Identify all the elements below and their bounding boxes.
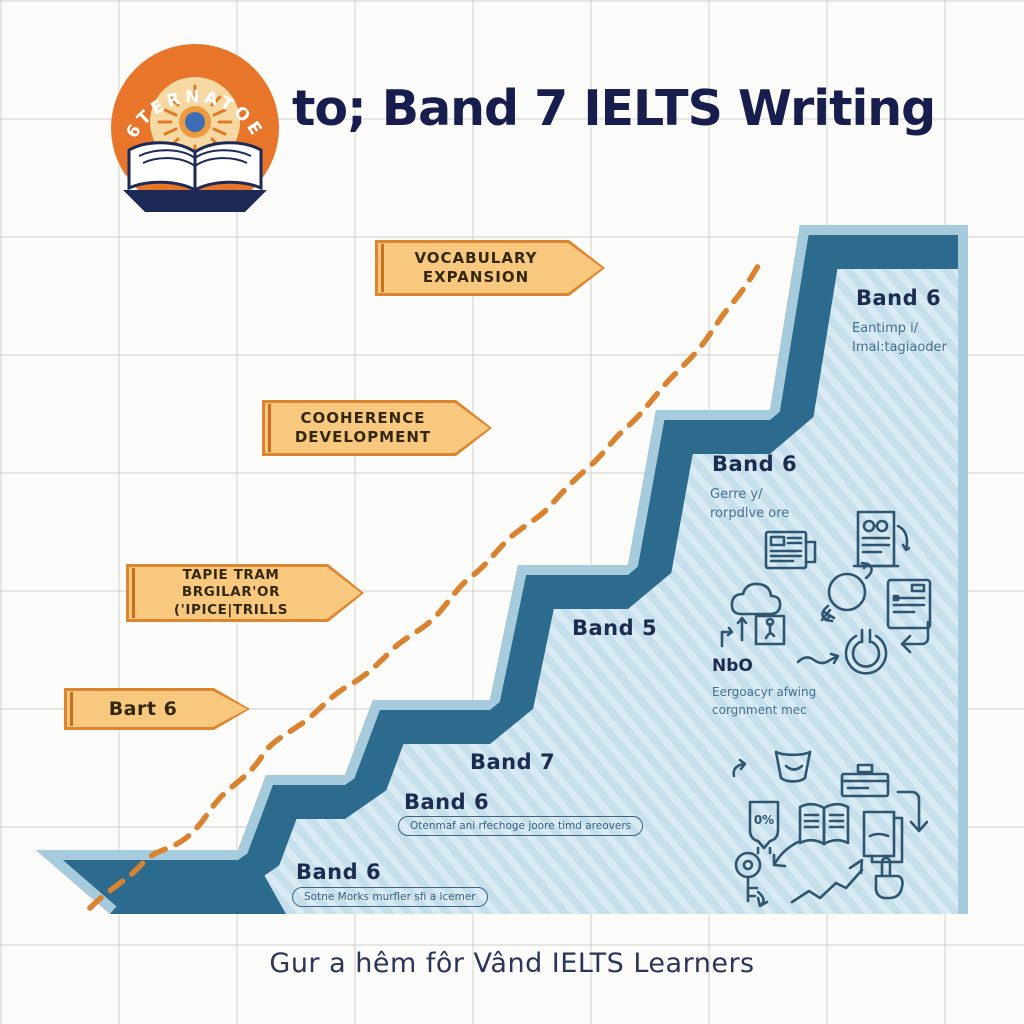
growth-arrow-icon (786, 856, 872, 910)
open-book-logo-icon (123, 141, 267, 212)
banner-accent-line (381, 244, 384, 292)
banner-topic-skills: TAPIE TRAM BRGILAR'OR('IPICE|TRILLS (126, 564, 364, 622)
banner-line: ('IPICE|TRILLS (173, 601, 289, 618)
footer-caption: Gur a hêm fôr Vând IELTS Learners (269, 948, 755, 979)
banner-accent-line (70, 692, 73, 726)
power-icon (838, 626, 894, 680)
badge-icon: 0% (740, 796, 790, 856)
step-label-band6-top: Band 6 (856, 286, 942, 310)
cloud-icon (726, 576, 792, 624)
step-note-pill: Sotne Morks murfler sfi a lcemer (292, 887, 488, 907)
banner-accent-line (132, 568, 135, 618)
banner-line: DEVELOPMENT (294, 428, 432, 446)
hand-cursor-icon (866, 852, 908, 904)
banner-line: Bart 6 (108, 697, 178, 720)
down-left-arrow-icon (766, 838, 802, 870)
banner-accent-line (268, 404, 271, 452)
hook-down-arrow-icon (896, 786, 928, 844)
sun-core-inner (185, 112, 205, 132)
banner-fill (265, 403, 489, 453)
card-stack-icon (836, 760, 898, 802)
document-list-icon (882, 576, 936, 634)
step-label-band6-mid: Band 6 (404, 790, 490, 814)
wavy-arrow-icon (794, 648, 842, 672)
step-sub-line: rorpdlve ore (710, 505, 790, 521)
step-label-band7: Band 7 (470, 750, 556, 774)
curve-arrow-icon (730, 756, 758, 780)
open-book-icon (792, 798, 856, 856)
step-sub: Eantimp i/ Imal:tagiaoder (852, 320, 947, 358)
banner-line: TAPIE TRAM BRGILAR'OR (181, 566, 281, 601)
page-title: to; Band 7 IELTS Writing (292, 80, 936, 137)
step-sub-line: Eantimp i/ (852, 321, 919, 336)
return-arrow-icon (890, 616, 938, 662)
banner-fill (129, 567, 361, 619)
progress-dashed-line (87, 263, 761, 911)
cup-icon (766, 744, 824, 792)
step-label-band6-upper: Band 6 (712, 452, 798, 476)
stair-light-edge (36, 225, 968, 914)
banner-line: VOCABULARY (414, 248, 538, 267)
badge-label: 0% (754, 813, 774, 827)
banner-line: COOHERENCE (300, 408, 426, 427)
magnifier-orbit-icon (810, 562, 884, 632)
newspaper-icon (760, 526, 824, 578)
step-label-band5: Band 5 (572, 616, 658, 640)
booklet-icon (856, 806, 908, 864)
step-sub: Gerre y/ rorpdlve ore (710, 486, 789, 524)
nlo-sub: Eergoacyr afwing corgnment mec (712, 683, 816, 719)
nlo-sub-line: Eergoacyr afwing (712, 685, 817, 699)
banner-fill (67, 691, 247, 727)
step-note-pill: Otenmaf ani rfechoge joore timd areovers (398, 816, 644, 836)
nlo-sub-line: corgnment mec (712, 703, 807, 717)
key-icon (726, 848, 776, 912)
step-sub-line: Imal:tagiaoder (852, 339, 947, 355)
school-logo: 6TERNATOE ★ ★ (111, 44, 279, 212)
banner-fill (378, 243, 602, 293)
nlo-label: NbO (712, 656, 753, 676)
step-sub-line: Gerre y/ (710, 487, 763, 502)
flowchart-icon (716, 604, 808, 654)
banner-line: EXPANSION (422, 268, 530, 286)
step-label-band6-bottom: Band 6 (296, 860, 382, 884)
stair-interior (36, 225, 968, 914)
banner-bart-6: Bart 6 (64, 688, 250, 730)
certificate-icon (850, 508, 910, 582)
